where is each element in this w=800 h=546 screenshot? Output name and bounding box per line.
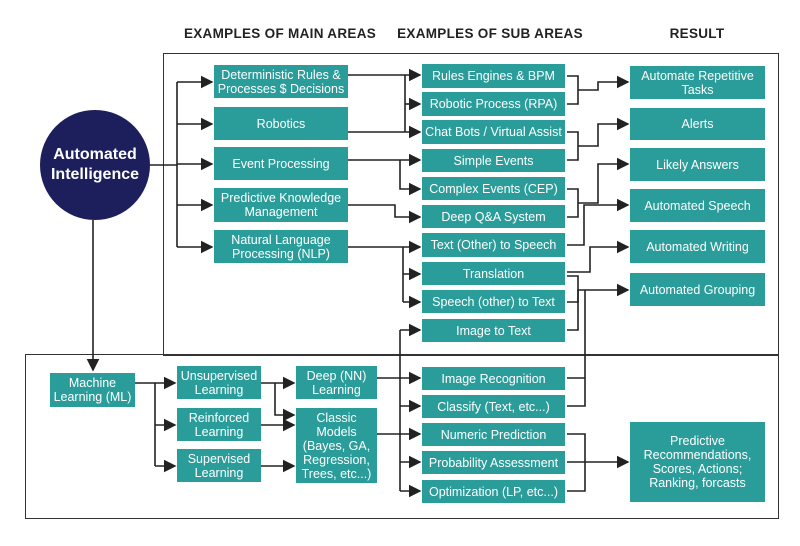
main-area-nlp: Natural Language Processing (NLP) <box>214 230 348 263</box>
main-area-deterministic-rules: Deterministic Rules & Processes $ Decisi… <box>214 65 348 98</box>
sub-area-rules-engines: Rules Engines & BPM <box>422 64 565 88</box>
automated-intelligence-node: Automated Intelligence <box>40 110 150 220</box>
result-automated-grouping: Automated Grouping <box>630 273 765 306</box>
main-area-predictive-knowledge: Predictive Knowledge Management <box>214 188 348 222</box>
sub-area-chat-bots: Chat Bots / Virtual Assist <box>422 120 565 144</box>
sub-area-translation: Translation <box>422 262 565 285</box>
ml-classic-models: Classic Models (Bayes, GA, Regression, T… <box>296 408 377 483</box>
header-sub-areas: EXAMPLES OF SUB AREAS <box>397 26 583 41</box>
ml-sub-optimization: Optimization (LP, etc...) <box>422 480 565 503</box>
result-alerts: Alerts <box>630 108 765 140</box>
upper-frame <box>163 53 779 356</box>
ml-sub-numeric-prediction: Numeric Prediction <box>422 423 565 446</box>
sub-area-deep-qa: Deep Q&A System <box>422 205 565 228</box>
main-area-robotics: Robotics <box>214 107 348 140</box>
sub-area-text-to-speech: Text (Other) to Speech <box>422 233 565 257</box>
sub-area-rpa: Robotic Process (RPA) <box>422 92 565 116</box>
result-automated-speech: Automated Speech <box>630 189 765 222</box>
result-automated-writing: Automated Writing <box>630 230 765 263</box>
ml-supervised: Supervised Learning <box>177 449 261 482</box>
ml-sub-image-recognition: Image Recognition <box>422 367 565 390</box>
main-area-event-processing: Event Processing <box>214 147 348 180</box>
header-result: RESULT <box>669 26 725 41</box>
sub-area-simple-events: Simple Events <box>422 149 565 172</box>
ml-unsupervised: Unsupervised Learning <box>177 366 261 399</box>
ml-sub-classify: Classify (Text, etc...) <box>422 395 565 418</box>
ml-reinforced: Reinforced Learning <box>177 408 261 441</box>
result-likely-answers: Likely Answers <box>630 148 765 181</box>
ml-deep-nn: Deep (NN) Learning <box>296 366 377 399</box>
ml-sub-probability: Probability Assessment <box>422 451 565 474</box>
ml-result-predictive: Predictive Recommendations, Scores, Acti… <box>630 422 765 502</box>
sub-area-speech-to-text: Speech (other) to Text <box>422 290 565 313</box>
result-automate-repetitive: Automate Repetitive Tasks <box>630 66 765 99</box>
sub-area-image-to-text: Image to Text <box>422 319 565 342</box>
lower-frame <box>25 354 779 519</box>
header-main-areas: EXAMPLES OF MAIN AREAS <box>183 26 377 41</box>
ml-root: Machine Learning (ML) <box>50 373 135 407</box>
sub-area-complex-events: Complex Events (CEP) <box>422 177 565 200</box>
